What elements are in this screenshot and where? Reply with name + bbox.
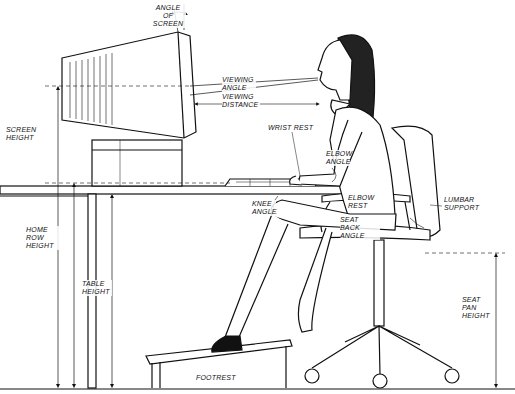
caster	[445, 369, 459, 383]
leader-line	[292, 132, 300, 176]
seat-level-line	[425, 253, 505, 254]
screen-centre-line	[45, 86, 190, 87]
leader-line	[430, 205, 442, 206]
chair-back	[392, 126, 440, 237]
footrest-legs	[152, 346, 286, 388]
floor-line	[0, 389, 515, 390]
seat-back-arc	[410, 218, 424, 228]
caster	[305, 369, 319, 383]
dimension-label: VIEWING DISTANCE	[222, 93, 260, 109]
shoe	[212, 336, 242, 352]
dimension-label: ELBOW REST	[348, 194, 374, 210]
dimension-label: ANGLE OF SCREEN	[150, 4, 186, 28]
home-row-dim	[74, 185, 75, 386]
elbow-angle-arc	[332, 168, 336, 182]
hand	[290, 176, 302, 185]
desk-edge	[0, 195, 95, 196]
chair-base	[312, 326, 452, 375]
dimension-label: ELBOW ANGLE	[326, 150, 350, 166]
dimension-label: LUMBAR SUPPORT	[444, 196, 484, 212]
lower-leg	[224, 214, 288, 344]
monitor-hatching	[70, 53, 112, 125]
dimension-label: FOOTREST	[196, 374, 256, 382]
dimension-label: SEAT BACK ANGLE	[340, 216, 380, 240]
home-row-line	[45, 183, 230, 184]
seat-height-dim	[496, 255, 497, 386]
dimension-label: HOME ROW HEIGHT	[26, 226, 66, 250]
dimension-label: KNEE ANGLE	[252, 200, 276, 216]
base-detail	[120, 140, 121, 186]
dimension-label: TABLE HEIGHT	[82, 280, 112, 296]
monitor-body	[62, 32, 196, 138]
desk-top	[0, 186, 360, 194]
dimension-label: SEAT PAN HEIGHT	[462, 296, 495, 320]
chair-post	[374, 240, 384, 326]
dimension-label: VIEWING ANGLE	[222, 76, 256, 92]
base-detail	[92, 149, 182, 150]
back-leg	[298, 228, 332, 332]
face	[318, 40, 352, 100]
computer-base	[92, 140, 182, 186]
caster	[373, 374, 387, 388]
dimension-label: SCREEN HEIGHT	[6, 126, 38, 142]
line-art	[0, 4, 515, 389]
dimension-label: WRIST REST	[268, 124, 318, 132]
monitor-front-edge	[178, 32, 184, 138]
